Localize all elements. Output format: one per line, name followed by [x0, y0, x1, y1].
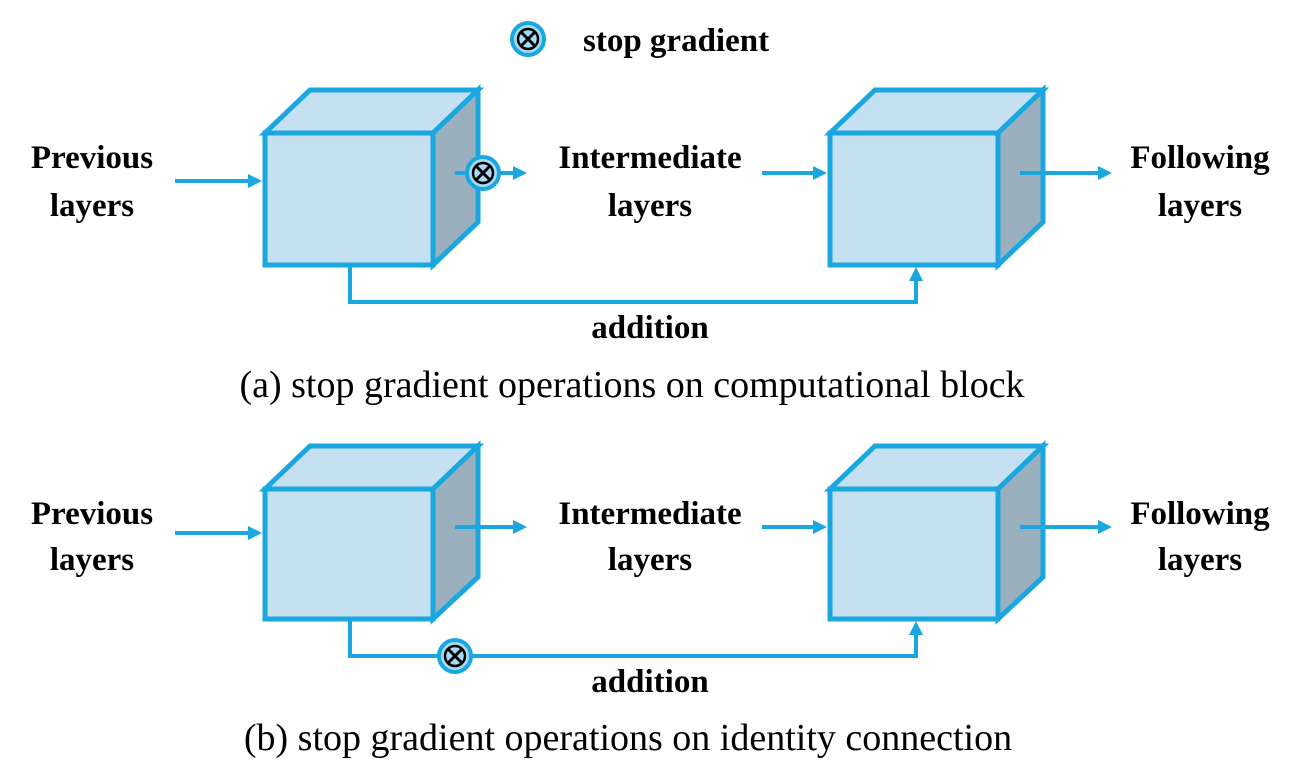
arrow-input — [175, 526, 262, 540]
arrow-output — [1020, 520, 1112, 534]
computational-block-1 — [258, 84, 485, 271]
skip-label: addition — [591, 310, 708, 346]
skip-label: addition — [591, 664, 708, 700]
stop-gradient-icon — [437, 638, 473, 674]
stop-gradient-icon — [510, 21, 546, 57]
computational-block-2 — [823, 84, 1050, 271]
panel-b: Previous layers Intermediate layers Foll… — [31, 440, 1270, 759]
input-label-line2: layers — [50, 542, 134, 578]
middle-label-line2: layers — [608, 542, 692, 578]
caption: (b) stop gradient operations on identity… — [244, 717, 1012, 759]
middle-label-line1: Intermediate — [558, 140, 741, 176]
legend-label: stop gradient — [583, 23, 769, 59]
skip-connection — [348, 621, 923, 658]
arrow-block1-to-middle — [455, 520, 527, 534]
input-label-line2: layers — [50, 188, 134, 224]
legend: stop gradient — [510, 21, 769, 59]
input-label-line1: Previous — [31, 140, 153, 176]
middle-label-line2: layers — [608, 188, 692, 224]
arrow-input — [175, 174, 262, 188]
skip-connection — [348, 267, 923, 304]
middle-label-line1: Intermediate — [558, 496, 741, 532]
computational-block-2 — [823, 440, 1050, 625]
panel-a: Previous layers Intermediate layers Foll… — [31, 84, 1270, 406]
arrow-output — [1020, 166, 1112, 180]
input-label-line1: Previous — [31, 496, 153, 532]
caption: (a) stop gradient operations on computat… — [239, 364, 1024, 406]
output-label-line1: Following — [1130, 496, 1270, 532]
stop-gradient-icon — [465, 155, 501, 191]
output-label-line1: Following — [1130, 140, 1270, 176]
output-label-line2: layers — [1158, 188, 1242, 224]
computational-block-1 — [258, 440, 485, 625]
arrow-middle-to-block2 — [762, 166, 827, 180]
output-label-line2: layers — [1158, 542, 1242, 578]
arrow-middle-to-block2 — [762, 520, 827, 534]
